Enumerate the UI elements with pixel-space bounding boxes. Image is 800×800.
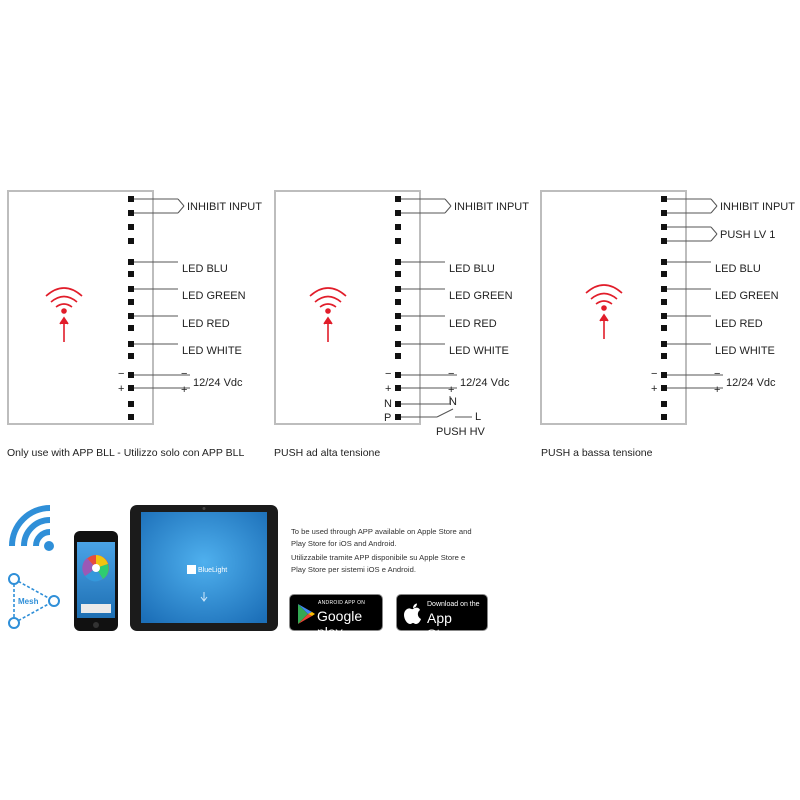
inhibit-input-label: INHIBIT INPUT: [187, 201, 262, 213]
led-blu-label: LED BLU: [449, 263, 495, 275]
power-label: 12/24 Vdc: [193, 377, 243, 389]
led-green-label: LED GREEN: [715, 290, 779, 302]
minus-right: −: [181, 368, 187, 380]
app-store-badge[interactable]: Download on the App Store: [396, 594, 488, 642]
push-lv-label: PUSH LV 1: [720, 229, 775, 241]
plus-right: +: [448, 384, 454, 396]
n-terminal-label: N: [384, 398, 392, 410]
led-red-label: LED RED: [449, 318, 497, 330]
wiring-diagram-1: INHIBIT INPUT LED BLU LED GREEN LED RED …: [7, 190, 262, 425]
minus-left: −: [385, 368, 391, 380]
p-terminal-label: P: [384, 412, 391, 424]
plus-left: +: [385, 383, 391, 395]
diagram-3-caption: PUSH a bassa tensione: [541, 447, 653, 459]
google-play-badge[interactable]: ANDROID APP ON Google play: [289, 594, 383, 640]
wifi-signal-icon: [585, 284, 623, 339]
plus-right: +: [181, 384, 187, 396]
plus-left: +: [118, 383, 124, 395]
apple-badge-big: App Store: [427, 610, 461, 642]
diagram-2-caption: PUSH ad alta tensione: [274, 447, 381, 459]
wiring-diagram-3: INHIBIT INPUT PUSH LV 1 LED BLU LED GREE…: [540, 190, 795, 425]
terminal-block: [395, 196, 401, 420]
diagram-1-caption: Only use with APP BLL - Utilizzo solo co…: [7, 447, 245, 459]
minus-left: −: [118, 368, 124, 380]
plus-left: +: [651, 383, 657, 395]
app-description: To be used through APP available on Appl…: [291, 526, 481, 578]
google-badge-big: Google play: [317, 608, 363, 640]
google-badge-small: ANDROID APP ON: [318, 600, 366, 606]
push-hv-label: PUSH HV: [436, 426, 486, 438]
led-blu-label: LED BLU: [182, 263, 228, 275]
wires: [134, 198, 190, 389]
power-label: 12/24 Vdc: [726, 377, 776, 389]
apple-icon: [404, 603, 421, 624]
wifi-icon: [9, 505, 54, 551]
terminal-block: [661, 196, 667, 420]
led-green-label: LED GREEN: [182, 290, 246, 302]
led-blu-label: LED BLU: [715, 263, 761, 275]
l-wire-label: L: [475, 411, 481, 423]
inhibit-input-label: INHIBIT INPUT: [454, 201, 529, 213]
led-green-label: LED GREEN: [449, 290, 513, 302]
n-wire-label: N: [449, 396, 457, 408]
tablet-image: BlueLight: [130, 505, 278, 631]
wires: [667, 198, 723, 389]
play-icon: [298, 604, 315, 624]
description-en: To be used through APP available on Appl…: [291, 527, 472, 548]
mesh-label: Mesh: [18, 597, 39, 606]
led-red-label: LED RED: [182, 318, 230, 330]
wires: [401, 198, 472, 418]
mesh-network-icon: Mesh: [8, 573, 60, 629]
led-red-label: LED RED: [715, 318, 763, 330]
tablet-logo: BlueLight: [198, 567, 227, 574]
wifi-signal-icon: [45, 287, 83, 342]
apple-badge-small: Download on the: [427, 601, 480, 608]
wifi-signal-icon: [309, 287, 347, 342]
led-white-label: LED WHITE: [715, 345, 775, 357]
led-white-label: LED WHITE: [182, 345, 242, 357]
minus-left: −: [651, 368, 657, 380]
led-white-label: LED WHITE: [449, 345, 509, 357]
wiring-diagram-2: INHIBIT INPUT LED BLU LED GREEN LED RED …: [274, 190, 529, 438]
inhibit-input-label: INHIBIT INPUT: [720, 201, 795, 213]
power-label: 12/24 Vdc: [460, 377, 510, 389]
minus-right: −: [448, 368, 454, 380]
smartphone-image: [74, 531, 118, 631]
plus-right: +: [714, 384, 720, 396]
terminal-block: [128, 196, 134, 420]
description-it: Utilizzabile tramite APP disponibile su …: [291, 553, 466, 574]
minus-right: −: [714, 368, 720, 380]
